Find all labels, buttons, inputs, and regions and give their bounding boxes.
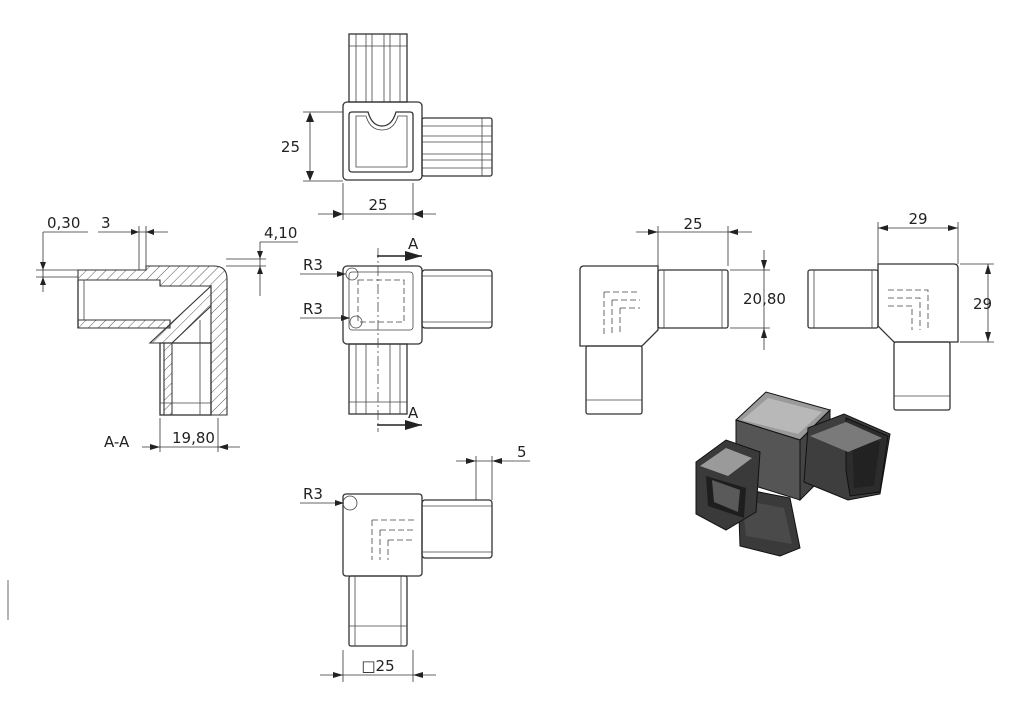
- side-right-height-dimension: 29: [973, 295, 992, 313]
- side-left-width-dimension: 25: [683, 215, 702, 233]
- side-right-width-dimension: 29: [908, 210, 927, 228]
- bottom-square-dimension: □25: [361, 657, 394, 675]
- front-radius-top: R3: [303, 256, 323, 274]
- front-view: A A R3 R3: [300, 235, 493, 432]
- section-marker-bottom: A: [408, 404, 419, 422]
- top-view-width-dimension: 25: [368, 196, 387, 214]
- section-label: A-A: [104, 433, 130, 451]
- section-insert-dimension: 19,80: [172, 429, 215, 447]
- side-left-height-dimension: 20,80: [743, 290, 786, 308]
- isometric-render: [695, 391, 891, 557]
- front-radius-bottom: R3: [303, 300, 323, 318]
- section-step-dimension: 3: [101, 214, 111, 232]
- bottom-tab-dimension: 5: [517, 443, 527, 461]
- section-offset-dimension: 4,10: [264, 224, 297, 242]
- bottom-radius: R3: [303, 485, 323, 503]
- top-view-height-dimension: 25: [281, 138, 300, 156]
- section-view: 0,30 3 4,10 19,80 A-A: [36, 214, 298, 452]
- bottom-view: R3 5 □25: [300, 443, 530, 682]
- top-view: 25 25: [281, 33, 493, 220]
- section-wall-dimension: 0,30: [47, 214, 80, 232]
- side-view-right: 29 29: [807, 210, 994, 411]
- side-view-left: 25 20,80: [579, 215, 786, 415]
- section-marker-top: A: [408, 235, 419, 253]
